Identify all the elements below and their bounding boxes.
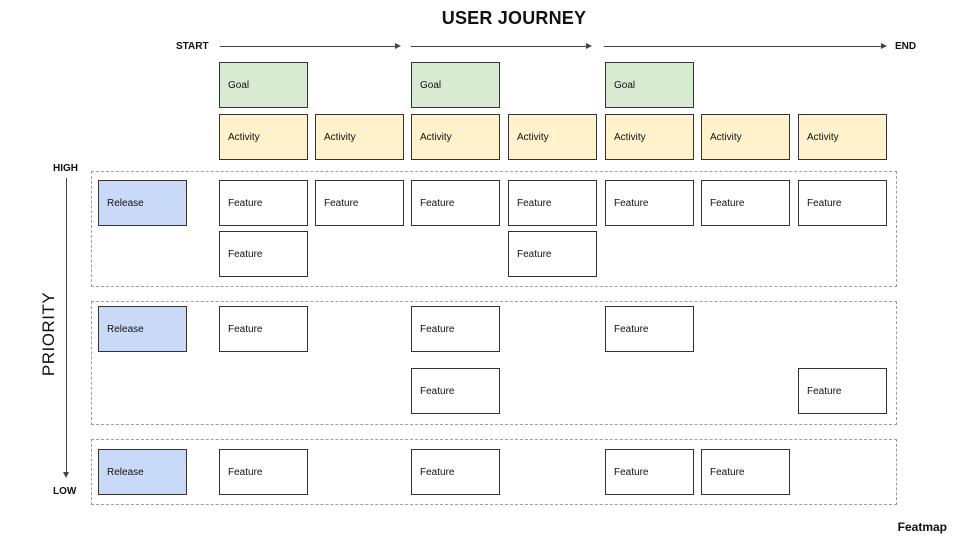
feature-card[interactable]: Feature	[701, 449, 790, 495]
priority-low-label: LOW	[53, 486, 77, 497]
feature-card[interactable]: Feature	[219, 180, 308, 226]
feature-card[interactable]: Feature	[411, 180, 500, 226]
feature-card[interactable]: Feature	[798, 180, 887, 226]
feature-card[interactable]: Feature	[508, 231, 597, 277]
feature-label: Feature	[807, 385, 842, 397]
feature-card[interactable]: Feature	[411, 449, 500, 495]
start-label: START	[176, 41, 209, 52]
feature-card[interactable]: Feature	[605, 180, 694, 226]
journey-arrow-line-2	[411, 46, 586, 47]
feature-card[interactable]: Feature	[315, 180, 404, 226]
feature-label: Feature	[517, 248, 552, 260]
activity-card[interactable]: Activity	[315, 114, 404, 160]
end-label: END	[895, 41, 917, 52]
activity-card[interactable]: Activity	[798, 114, 887, 160]
feature-card[interactable]: Feature	[701, 180, 790, 226]
feature-card[interactable]: Feature	[219, 231, 308, 277]
feature-card[interactable]: Feature	[798, 368, 887, 414]
feature-card[interactable]: Feature	[508, 180, 597, 226]
priority-axis-label: PRIORITY	[39, 291, 58, 377]
activity-card[interactable]: Activity	[605, 114, 694, 160]
feature-label: Feature	[710, 466, 745, 478]
feature-label: Feature	[228, 323, 263, 335]
diagram-title: USER JOURNEY	[441, 8, 587, 28]
activity-label: Activity	[420, 131, 452, 143]
brand-label: Featmap	[897, 520, 947, 534]
feature-label: Feature	[420, 323, 455, 335]
activity-label: Activity	[228, 131, 260, 143]
journey-arrowhead-3	[881, 43, 887, 49]
goal-label: Goal	[614, 79, 636, 91]
feature-label: Feature	[614, 323, 649, 335]
goal-label: Goal	[228, 79, 250, 91]
journey-arrow-line-3	[604, 46, 881, 47]
goal-card[interactable]: Goal	[605, 62, 694, 108]
activity-card[interactable]: Activity	[411, 114, 500, 160]
activity-label: Activity	[517, 131, 549, 143]
priority-high-label: HIGH	[53, 163, 78, 174]
feature-card[interactable]: Feature	[411, 306, 500, 352]
feature-card[interactable]: Feature	[605, 449, 694, 495]
feature-label: Feature	[614, 197, 649, 209]
feature-label: Feature	[710, 197, 745, 209]
activity-label: Activity	[324, 131, 356, 143]
activity-card[interactable]: Activity	[219, 114, 308, 160]
release-band	[91, 301, 897, 425]
goal-label: Goal	[420, 79, 442, 91]
release-band	[91, 439, 897, 505]
feature-card[interactable]: Feature	[411, 368, 500, 414]
feature-label: Feature	[228, 248, 263, 260]
feature-card[interactable]: Feature	[219, 449, 308, 495]
feature-label: Feature	[228, 197, 263, 209]
activity-label: Activity	[614, 131, 646, 143]
release-band	[91, 171, 897, 287]
release-card[interactable]: Release	[98, 306, 187, 352]
priority-axis-line	[66, 178, 67, 472]
activity-card[interactable]: Activity	[701, 114, 790, 160]
feature-label: Feature	[420, 385, 455, 397]
release-label: Release	[107, 197, 144, 209]
feature-label: Feature	[420, 197, 455, 209]
feature-label: Feature	[420, 466, 455, 478]
priority-arrowhead	[63, 472, 69, 478]
release-label: Release	[107, 323, 144, 335]
activity-label: Activity	[710, 131, 742, 143]
feature-label: Feature	[614, 466, 649, 478]
feature-label: Feature	[324, 197, 359, 209]
feature-card[interactable]: Feature	[605, 306, 694, 352]
release-label: Release	[107, 466, 144, 478]
goal-card[interactable]: Goal	[219, 62, 308, 108]
activity-card[interactable]: Activity	[508, 114, 597, 160]
feature-card[interactable]: Feature	[219, 306, 308, 352]
feature-label: Feature	[228, 466, 263, 478]
release-card[interactable]: Release	[98, 180, 187, 226]
goal-card[interactable]: Goal	[411, 62, 500, 108]
journey-arrow-line-1	[220, 46, 395, 47]
release-card[interactable]: Release	[98, 449, 187, 495]
journey-arrowhead-1	[395, 43, 401, 49]
feature-label: Feature	[517, 197, 552, 209]
journey-arrowhead-2	[586, 43, 592, 49]
activity-label: Activity	[807, 131, 839, 143]
feature-label: Feature	[807, 197, 842, 209]
